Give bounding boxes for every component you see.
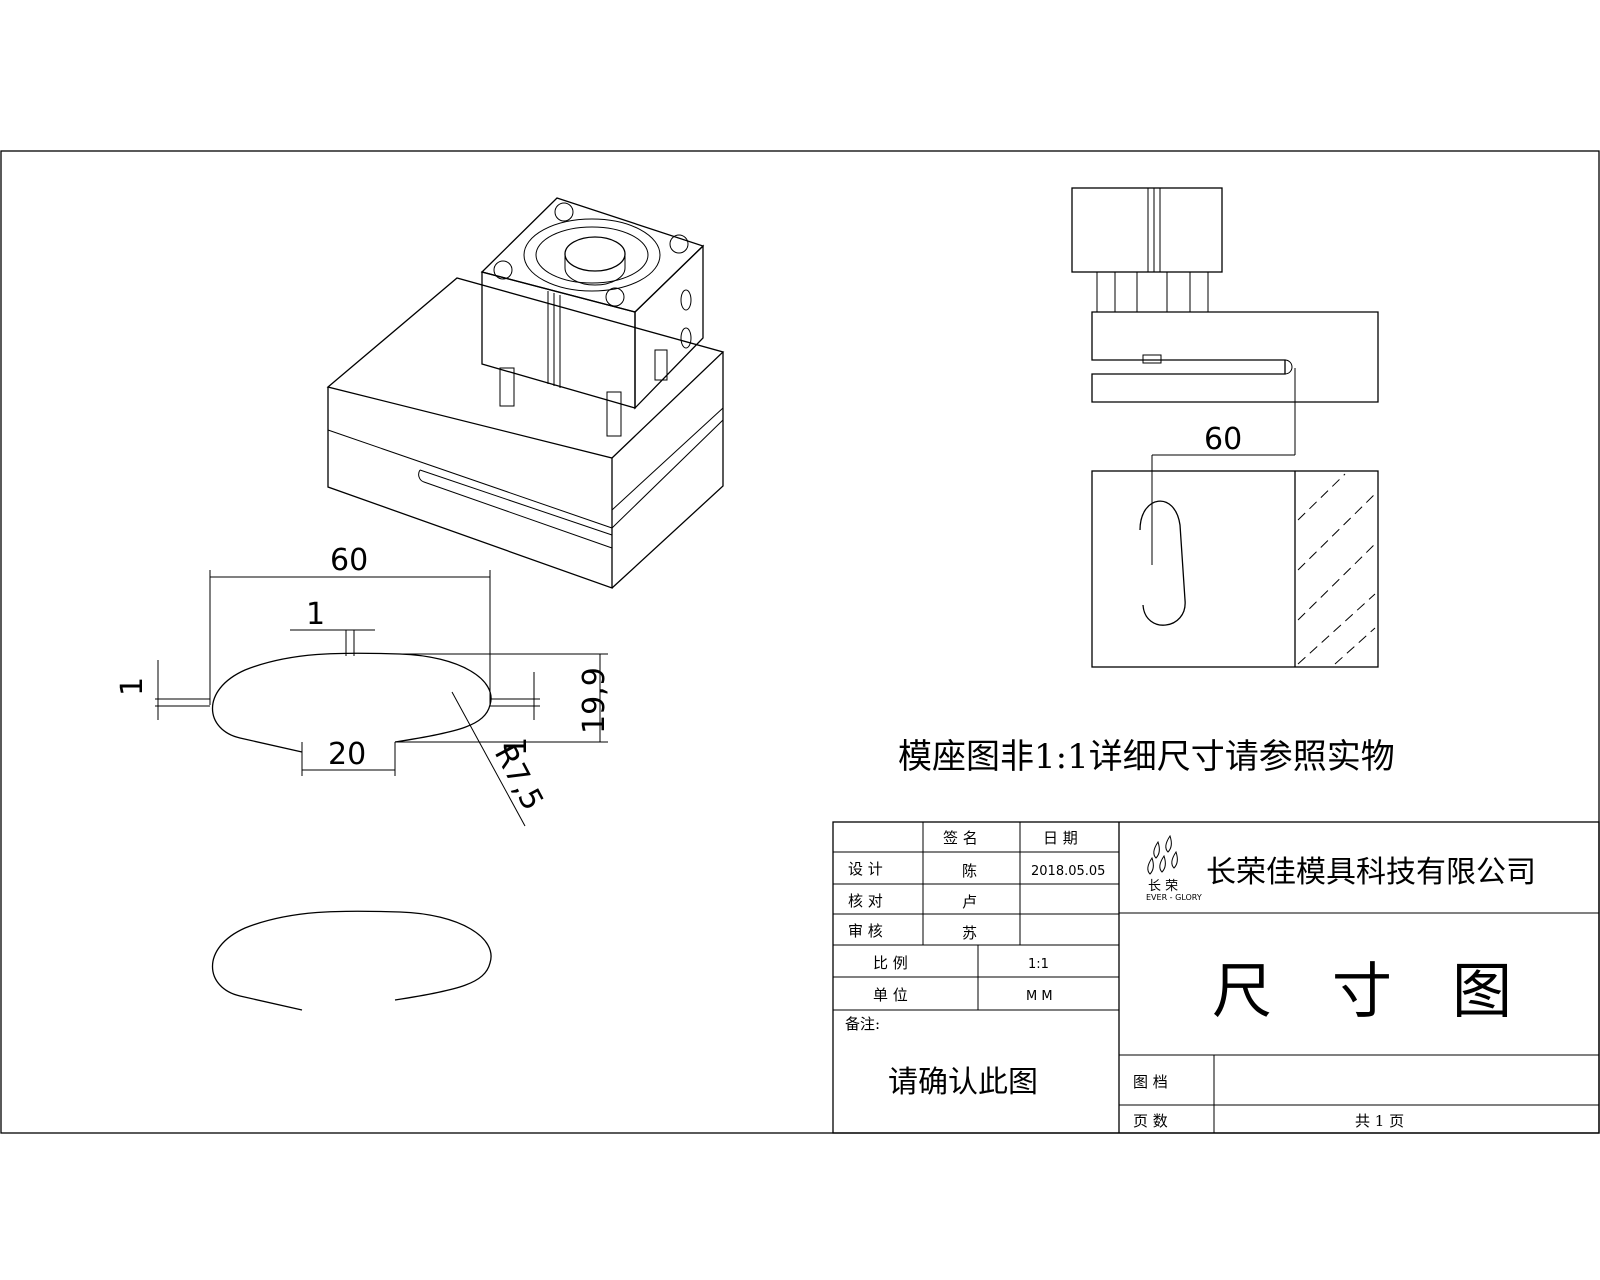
isometric-die-set-view (326, 197, 725, 589)
company-name: 长荣佳模具科技有限公司 (1206, 855, 1536, 890)
design-date: 2018.05.05 (1031, 864, 1105, 879)
scale-value: 1:1 (1028, 957, 1049, 972)
dim-left-gap: 1 (115, 677, 150, 696)
dim-radius: R7,5 (487, 739, 550, 816)
drawing-title: 尺 寸 图 (1212, 957, 1512, 1027)
company-logo: 长 荣 EVER - GLORY (1146, 834, 1202, 902)
review-label: 审 核 (848, 922, 883, 940)
dim-bottom-opening: 20 (328, 737, 366, 772)
svg-text:长 荣: 长 荣 (1148, 879, 1178, 894)
header-sign: 签 名 (943, 829, 978, 847)
remark-label: 备注: (845, 1015, 880, 1033)
pages-value: 共 1 页 (1355, 1112, 1404, 1130)
scale-label: 比 例 (873, 954, 908, 972)
note-text: 模座图非1:1详细尺寸请参照实物 (898, 737, 1395, 777)
svg-text:EVER - GLORY: EVER - GLORY (1146, 893, 1202, 902)
unit-value: M M (1026, 989, 1053, 1004)
check-label: 核 对 (848, 892, 883, 910)
side-view: 60 (1071, 187, 1379, 668)
design-name: 陈 (962, 862, 977, 880)
pages-label: 页 数 (1133, 1112, 1168, 1130)
check-name: 卢 (962, 893, 977, 911)
plain-profile-view (211, 910, 492, 1011)
dim-top-width: 60 (330, 543, 368, 578)
dim-height: 19,9 (577, 667, 612, 734)
drawing-no-label: 图 档 (1133, 1073, 1168, 1091)
review-name: 苏 (962, 924, 977, 942)
dim-side-width: 60 (1204, 422, 1242, 457)
design-label: 设 计 (848, 860, 883, 878)
remark-text: 请确认此图 (888, 1065, 1038, 1100)
title-block: 签 名 日 期 设 计 陈 2018.05.05 核 对 卢 审 核 苏 比 例… (832, 821, 1600, 1134)
drawing-border (0, 150, 1600, 1134)
header-date: 日 期 (1043, 829, 1078, 847)
profile-dimension-view: 60 1 1 1 19,9 20 R7,5 (115, 543, 612, 827)
dim-gap-small: 1 (306, 597, 325, 632)
unit-label: 单 位 (873, 986, 908, 1004)
